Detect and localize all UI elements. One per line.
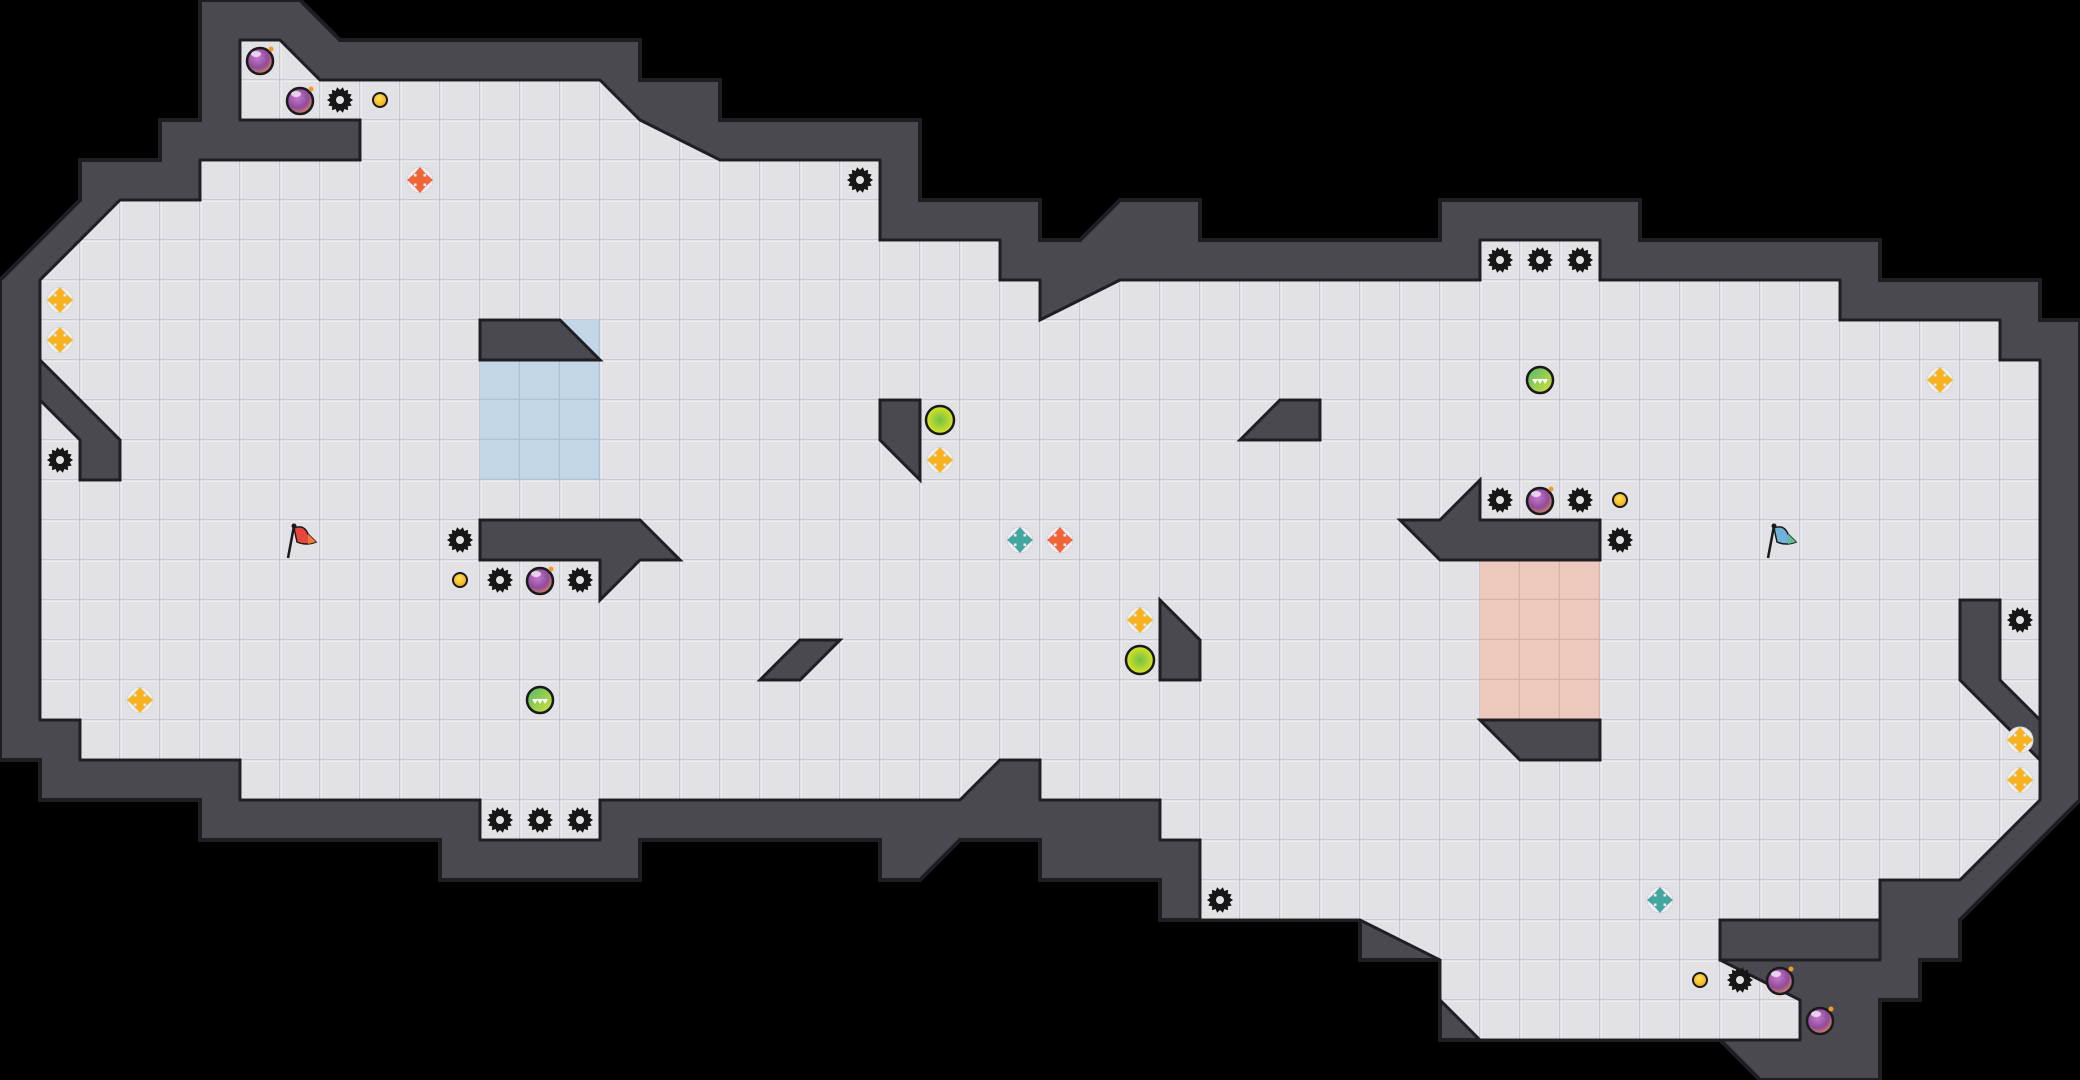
orb-icon-yellow — [924, 404, 956, 436]
lava-cap-block — [1396, 476, 1602, 562]
move-arrows-icon-yellow — [46, 326, 74, 354]
saw-blade-icon — [1207, 887, 1233, 913]
move-arrows-icon-yellow — [926, 446, 954, 474]
bomb-icon — [1525, 486, 1555, 516]
inner-blocks — [38, 318, 2042, 962]
coin-icon — [1692, 972, 1708, 988]
saw-blade-icon — [2007, 607, 2033, 633]
move-arrows-icon-orange — [406, 166, 434, 194]
move-arrows-icon-yellow — [1126, 606, 1154, 634]
bomb-icon — [1805, 1006, 1835, 1036]
floating-ramp-block — [1236, 398, 1322, 442]
move-arrows-icon-yellow — [2006, 726, 2034, 754]
orb-icon-green — [1525, 365, 1555, 395]
saw-blade-icon — [487, 567, 513, 593]
saw-blade-icon — [527, 807, 553, 833]
saw-blade-icon — [1607, 527, 1633, 553]
bomb-icon — [525, 566, 555, 596]
coin-icon — [452, 572, 468, 588]
floor-tiles — [40, 40, 2040, 1040]
small-ramp-block — [756, 638, 844, 682]
move-arrows-icon-teal — [1646, 886, 1674, 914]
saw-blade-icon — [1567, 487, 1593, 513]
mid-slant-block — [878, 398, 922, 484]
water-base-block — [478, 518, 684, 604]
floor-area — [38, 38, 2042, 1042]
bottom-right-ledge — [1718, 918, 1882, 962]
lava-zone — [1480, 560, 1600, 720]
right-slant-block — [1158, 596, 1202, 682]
bomb-icon — [245, 46, 275, 76]
goal-flag-icon — [1766, 523, 1798, 559]
move-arrows-icon-yellow — [46, 286, 74, 314]
left-wall-spur — [38, 356, 122, 482]
saw-blade-icon — [1487, 487, 1513, 513]
lava-base-block — [1476, 718, 1602, 762]
saw-blade-icon — [567, 567, 593, 593]
coin-icon — [372, 92, 388, 108]
coin-icon — [1612, 492, 1628, 508]
move-arrows-icon-teal — [1006, 526, 1034, 554]
saw-blade-icon — [327, 87, 353, 113]
orb-icon-yellow — [1124, 644, 1156, 676]
move-arrows-icon-orange — [1046, 526, 1074, 554]
saw-blade-icon — [567, 807, 593, 833]
water-cap-block — [478, 318, 604, 362]
saw-blade-icon — [847, 167, 873, 193]
start-flag-icon — [286, 523, 318, 559]
saw-blade-icon — [1727, 967, 1753, 993]
saw-blade-icon — [1567, 247, 1593, 273]
entities — [46, 46, 2034, 1036]
right-wall-spur — [1958, 598, 2042, 764]
saw-blade-icon — [447, 527, 473, 553]
move-arrows-icon-yellow — [1926, 366, 1954, 394]
saw-blade-icon — [47, 447, 73, 473]
orb-icon-green — [525, 685, 555, 715]
move-arrows-icon-yellow — [2006, 766, 2034, 794]
saw-blade-icon — [1487, 247, 1513, 273]
floor-edge — [38, 38, 2042, 1042]
bomb-icon — [1765, 966, 1795, 996]
saw-blade-icon — [1527, 247, 1553, 273]
bomb-icon — [285, 86, 315, 116]
saw-blade-icon — [487, 807, 513, 833]
move-arrows-icon-yellow — [126, 686, 154, 714]
